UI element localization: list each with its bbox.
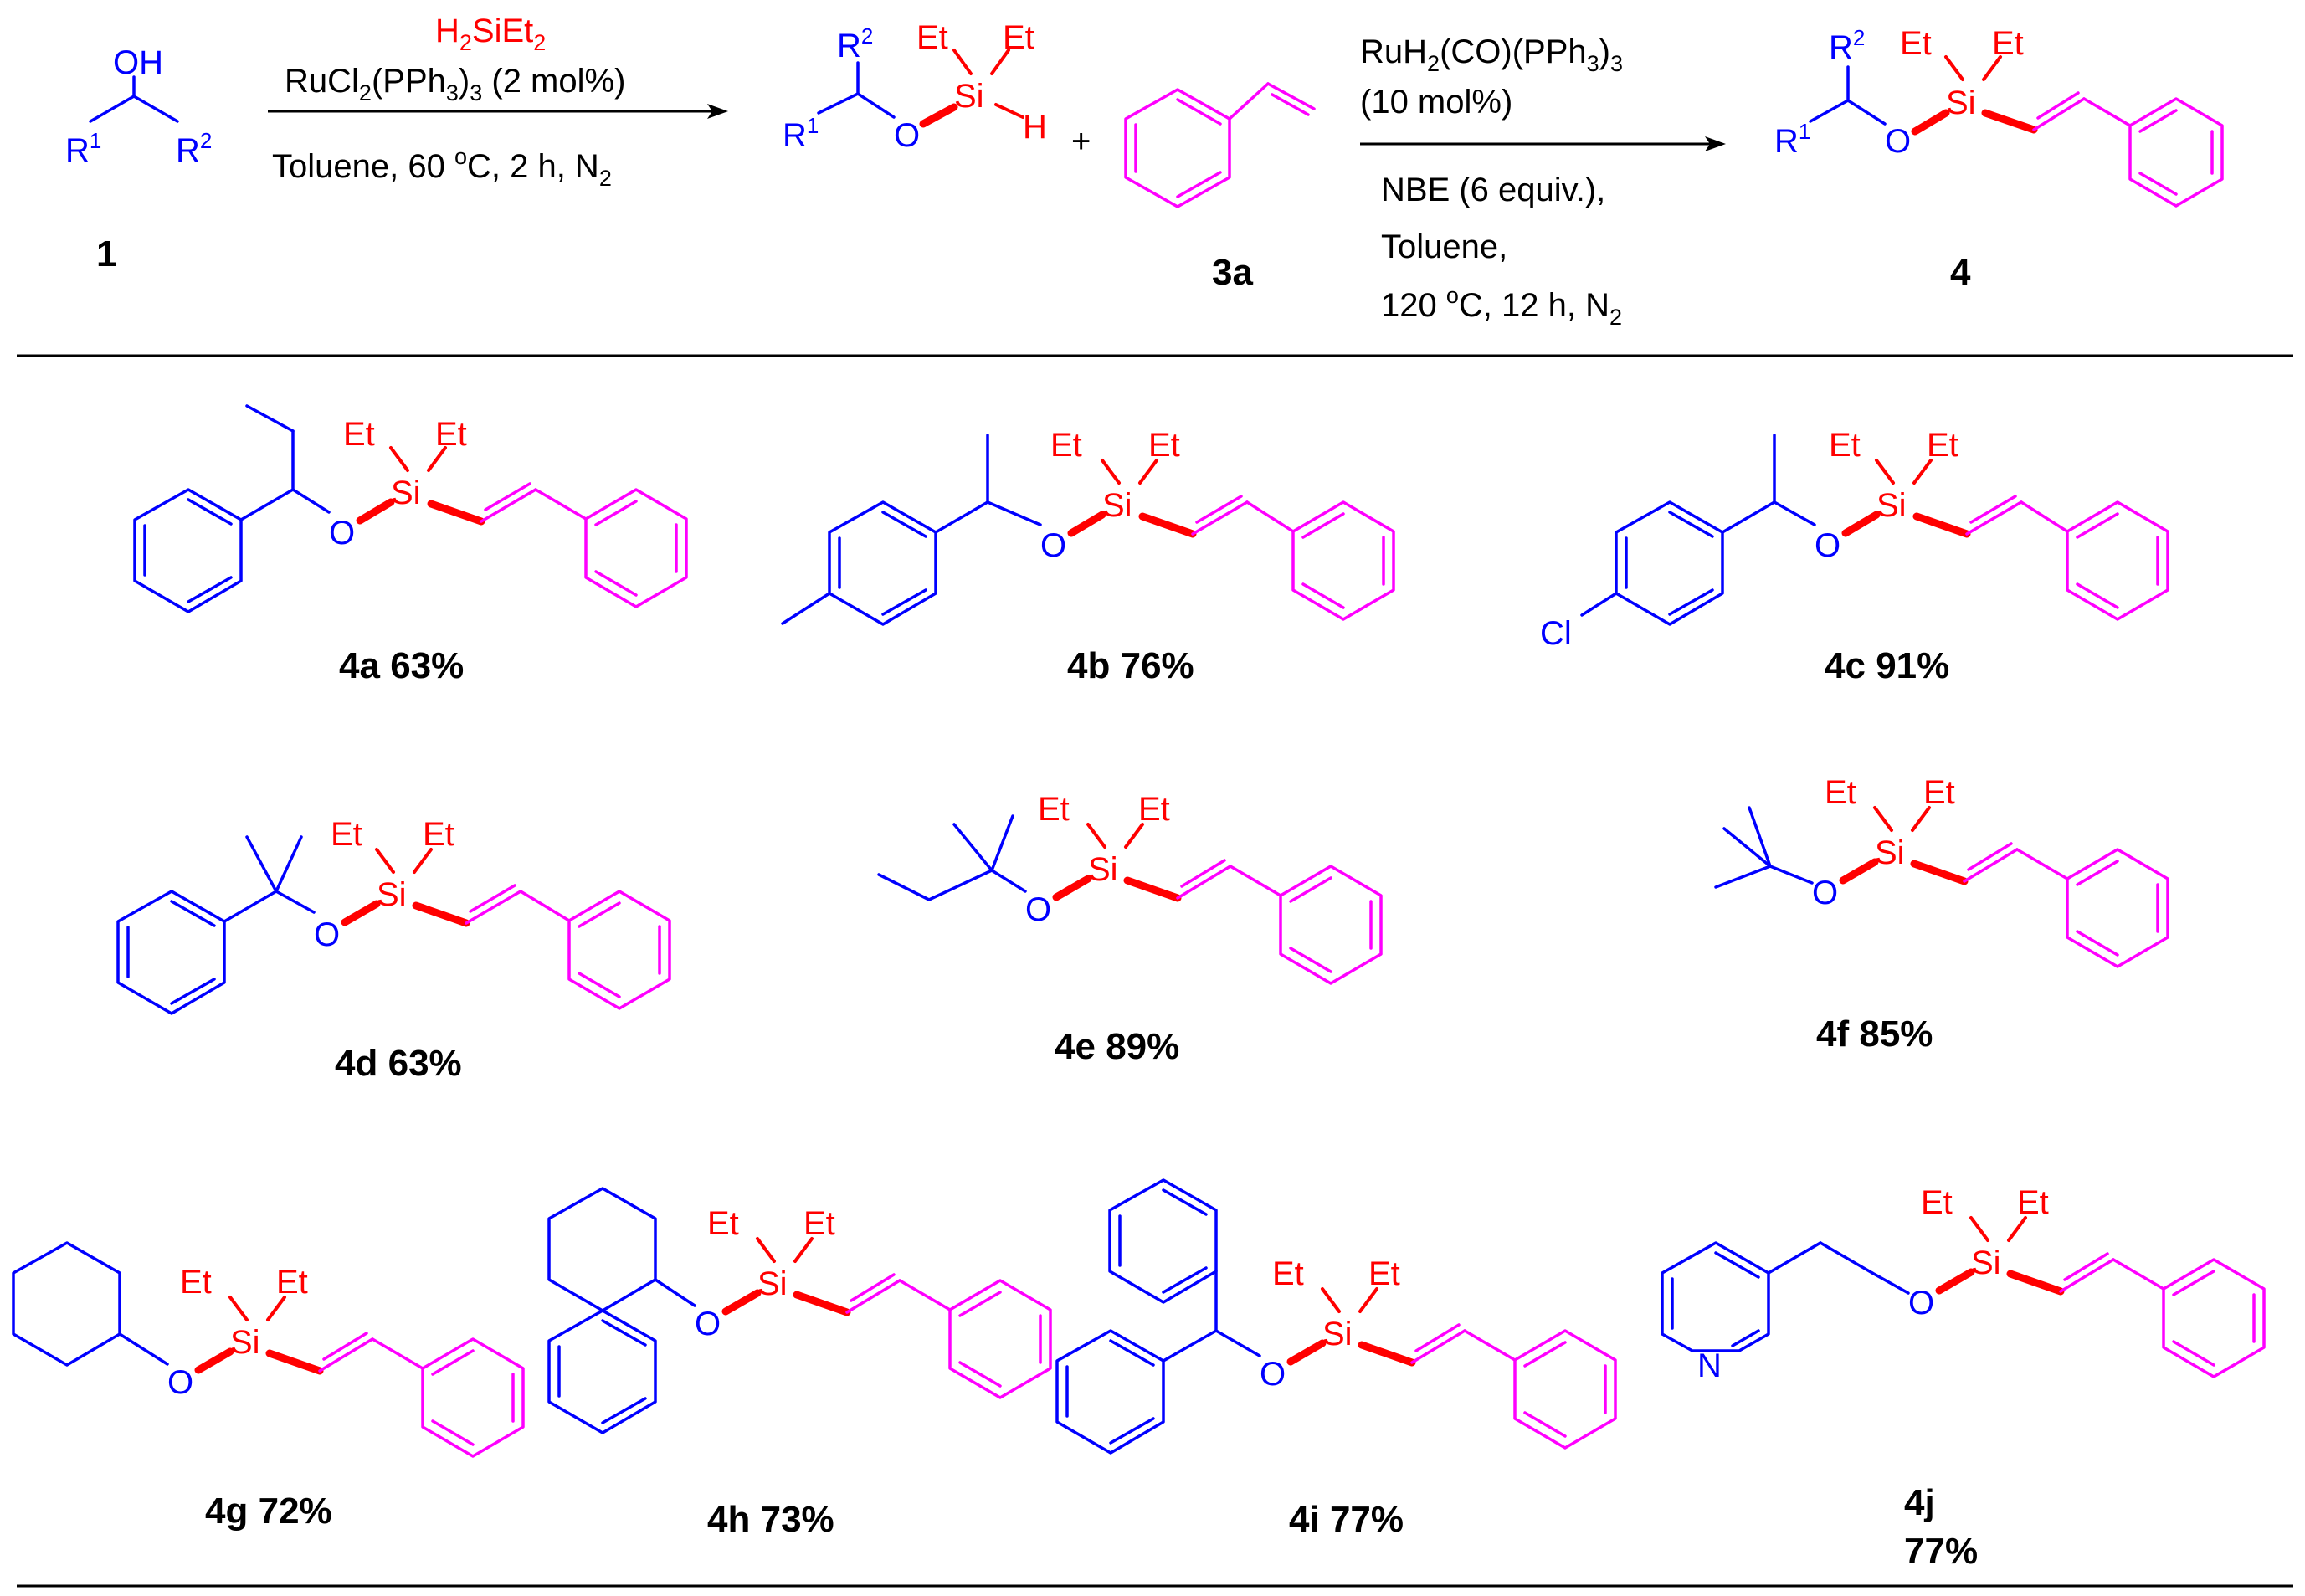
oxygen-atom: O — [1815, 527, 1840, 564]
silicon-atom: Si — [1102, 487, 1132, 524]
product-4h-structure: O Si Et Et — [547, 1187, 1052, 1434]
silicon-atom: Si — [1322, 1316, 1353, 1352]
oxygen-atom: O — [1908, 1285, 1934, 1321]
ethyl-label: Et — [707, 1205, 739, 1242]
step1-arrowhead — [707, 104, 728, 119]
oxygen-atom: O — [894, 117, 920, 154]
step1-conditions: Toluene, 60 oC, 2 h, N2 — [272, 144, 612, 191]
r2-atom: R2 — [837, 23, 873, 64]
product-4c-label: 4c 91% — [1825, 645, 1949, 686]
ethyl-label: Et — [1272, 1255, 1304, 1292]
oxygen-atom: O — [1260, 1356, 1286, 1393]
chlorine-atom: Cl — [1540, 615, 1572, 652]
product-4j-yield: 77% — [1904, 1531, 1978, 1572]
ethyl-label: Et — [1825, 774, 1856, 811]
oh-atom: OH — [113, 44, 163, 81]
step2-catalyst: RuH2(CO)(PPh3)3 — [1360, 33, 1623, 76]
oxygen-atom: O — [167, 1364, 193, 1401]
nitrogen-atom: N — [1697, 1347, 1722, 1384]
ethyl-label: Et — [1148, 427, 1180, 464]
ethyl-label: Et — [1923, 774, 1955, 811]
ethyl-label: Et — [1992, 25, 2024, 62]
oxygen-atom: O — [329, 515, 355, 552]
silicon-atom: Si — [1088, 851, 1118, 888]
ethyl-label: Et — [1927, 427, 1958, 464]
product-4c-structure: Cl O Si Et Et — [1540, 427, 2169, 652]
ethyl-label: Et — [331, 816, 362, 853]
styrene-3a-structure — [1124, 82, 1316, 208]
ethyl-label: Et — [435, 416, 467, 453]
ethyl-label: Et — [1900, 25, 1932, 62]
silicon-atom: Si — [230, 1324, 260, 1361]
r2-atom: R2 — [176, 128, 212, 169]
silicon-atom: Si — [377, 876, 407, 913]
product-4d-label: 4d 63% — [335, 1043, 462, 1084]
silicon-atom: Si — [1971, 1244, 2001, 1281]
ethyl-label: Et — [1829, 427, 1861, 464]
ethyl-label: Et — [180, 1264, 212, 1301]
product-4a-structure: O Si Et Et — [133, 404, 688, 613]
step1-catalyst: RuCl2(PPh3)3 (2 mol%) — [285, 63, 625, 105]
oxygen-atom: O — [695, 1306, 721, 1342]
step2-solvent: Toluene, — [1381, 228, 1507, 265]
product-4b-label: 4b 76% — [1067, 645, 1194, 686]
oxygen-atom: O — [1812, 875, 1838, 911]
step1-reagent: H2SiEt2 — [435, 13, 546, 55]
silicon-atom: Si — [1875, 834, 1905, 871]
compound-1-label: 1 — [96, 233, 116, 275]
plus-sign: + — [1071, 123, 1091, 160]
silicon-atom: Si — [1946, 85, 1976, 121]
silicon-atom: Si — [1876, 487, 1907, 524]
product-4d-structure: O Si Et Et — [116, 816, 671, 1015]
r1-atom: R1 — [783, 113, 819, 154]
ethyl-label: Et — [1921, 1184, 1953, 1221]
ethyl-label: Et — [916, 19, 948, 56]
silyl-ether-intermediate: R2 R1 O Si Et Et H — [783, 19, 1047, 154]
compound-4-label: 4 — [1950, 252, 1971, 293]
ethyl-label: Et — [2017, 1184, 2049, 1221]
hydrogen-atom: H — [1023, 109, 1047, 146]
silicon-atom: Si — [954, 78, 984, 115]
ethyl-label: Et — [1138, 791, 1170, 828]
product-4e-structure: O Si Et Et — [877, 791, 1383, 985]
oxygen-atom: O — [1885, 123, 1911, 160]
oxygen-atom: O — [1040, 527, 1066, 564]
product-4j-structure: N O Si Et Et — [1661, 1184, 2266, 1384]
step2-additive: NBE (6 equiv.), — [1381, 172, 1605, 208]
ethyl-label: Et — [803, 1205, 835, 1242]
product-4h-label: 4h 73% — [707, 1499, 834, 1540]
ethyl-label: Et — [343, 416, 375, 453]
product-4i-structure: O Si Et Et — [1055, 1178, 1617, 1455]
r1-atom: R1 — [65, 128, 101, 169]
product-4b-structure: O Si Et Et — [781, 427, 1395, 626]
ethyl-label: Et — [1368, 1255, 1400, 1292]
step2-conditions: 120 oC, 12 h, N2 — [1381, 283, 1622, 330]
oxygen-atom: O — [1025, 891, 1051, 928]
ethyl-label: Et — [1050, 427, 1082, 464]
product-4i-label: 4i 77% — [1289, 1499, 1404, 1540]
product-4g-label: 4g 72% — [205, 1491, 332, 1532]
product-4g-structure: O Si Et Et — [12, 1241, 525, 1458]
step2-arrowhead — [1705, 136, 1726, 151]
r2-atom: R2 — [1829, 25, 1865, 66]
silicon-atom: Si — [391, 475, 421, 511]
silicon-atom: Si — [757, 1265, 788, 1302]
product-4f-structure: O Si Et Et — [1714, 774, 2169, 968]
product-4-structure: R2 R1 O Si Et Et — [1774, 25, 2224, 208]
r1-atom: R1 — [1774, 119, 1810, 160]
alcohol-1-structure: OH R1 R2 — [65, 44, 212, 169]
ethyl-label: Et — [1003, 19, 1034, 56]
ethyl-label: Et — [423, 816, 454, 853]
product-4e-label: 4e 89% — [1055, 1026, 1179, 1067]
compound-3a-label: 3a — [1212, 252, 1253, 293]
product-4j-id: 4j — [1904, 1482, 1935, 1523]
product-4a-label: 4a 63% — [339, 645, 464, 686]
step2-loading: (10 mol%) — [1360, 84, 1512, 121]
ethyl-label: Et — [276, 1264, 308, 1301]
ethyl-label: Et — [1038, 791, 1070, 828]
oxygen-atom: O — [314, 916, 340, 953]
product-4f-label: 4f 85% — [1816, 1014, 1933, 1055]
